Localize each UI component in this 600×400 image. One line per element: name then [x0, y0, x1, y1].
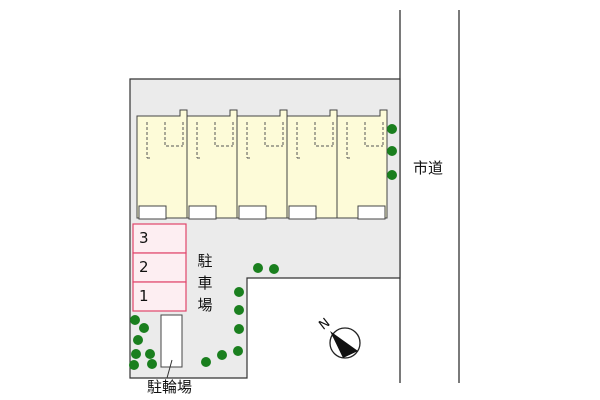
- parking-space-2: [132, 252, 187, 283]
- unit-entrance-2: [188, 205, 217, 220]
- parking-label: 駐車場: [197, 252, 213, 314]
- tree-icon: [387, 146, 397, 156]
- tree-icon: [139, 323, 149, 333]
- parking-space-number: 2: [139, 258, 149, 276]
- parking-area: [132, 223, 187, 312]
- tree-icon: [217, 350, 227, 360]
- unit-interior-lines: [146, 122, 384, 159]
- apartment-building: [136, 109, 388, 220]
- tree-icon: [201, 357, 211, 367]
- compass-north-icon: [329, 327, 361, 359]
- bicycle-parking-box: [160, 314, 183, 368]
- building-outline-2: [186, 109, 238, 219]
- tree-icon: [387, 170, 397, 180]
- tree-icon: [233, 346, 243, 356]
- bicycle-parking-label: 駐輪場: [147, 378, 193, 396]
- tree-icon: [133, 335, 143, 345]
- building-outline-3: [236, 109, 288, 219]
- road-label: 市道: [413, 159, 444, 177]
- trees: [129, 124, 397, 370]
- building-outline: [136, 109, 188, 219]
- tree-icon: [129, 360, 139, 370]
- unit-entrance-1: [138, 205, 167, 220]
- tree-icon: [147, 359, 157, 369]
- building-outline-4: [286, 109, 338, 219]
- bicycle-parking-leader: [166, 359, 173, 379]
- tree-icon: [269, 264, 279, 274]
- tree-icon: [234, 305, 244, 315]
- parking-space-3: [132, 223, 187, 254]
- tree-icon: [131, 349, 141, 359]
- tree-icon: [387, 124, 397, 134]
- unit-entrance-3: [238, 205, 267, 220]
- unit-entrance-4: [288, 205, 317, 220]
- unit-entrance-5: [357, 205, 386, 220]
- tree-icon: [253, 263, 263, 273]
- tree-icon: [234, 287, 244, 297]
- building-outline-5: [336, 109, 388, 219]
- tree-icon: [234, 324, 244, 334]
- tree-icon: [145, 349, 155, 359]
- tree-icon: [130, 315, 140, 325]
- parking-space-number: 1: [139, 287, 149, 305]
- parking-space-1: [132, 281, 187, 312]
- parking-space-number: 3: [139, 229, 149, 247]
